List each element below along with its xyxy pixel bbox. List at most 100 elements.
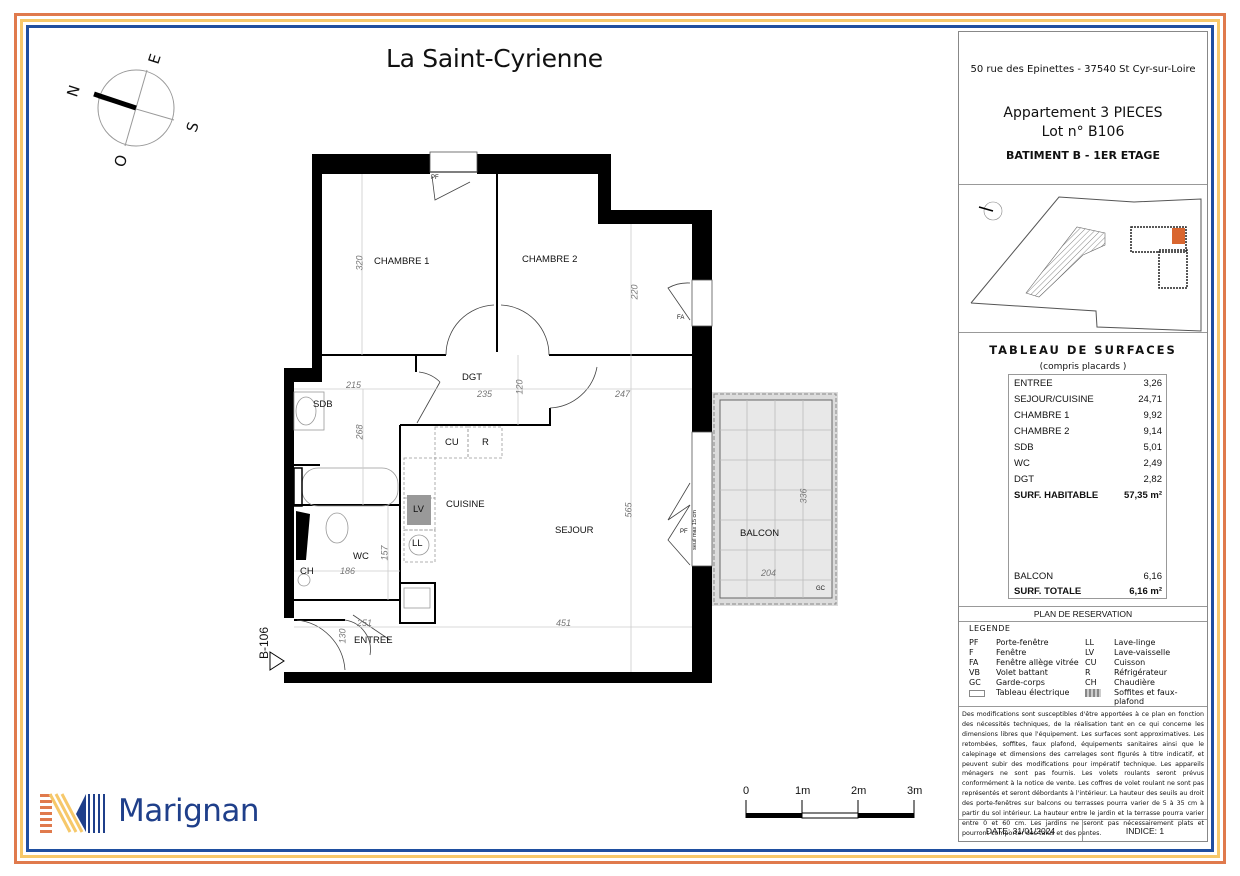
legend-code: CH bbox=[1085, 678, 1097, 687]
surfaces-subtitle: (compris placards ) bbox=[1039, 362, 1127, 372]
dim-220: 220 bbox=[629, 284, 640, 300]
dim-130: 130 bbox=[337, 628, 348, 644]
room-entree: ENTREE bbox=[354, 635, 393, 646]
dim-247: 247 bbox=[615, 389, 631, 399]
dim-186: 186 bbox=[340, 566, 356, 576]
dim-565: 565 bbox=[623, 502, 634, 518]
surfaces-table: ENTREE 3,26 SEJOUR/CUISINE 24,71 CHAMBRE 1… bbox=[1008, 374, 1167, 599]
scale-tick-1: 1m bbox=[795, 785, 811, 797]
surfaces-title: TABLEAU DE SURFACES bbox=[989, 343, 1177, 357]
apartment-label: Appartement 3 PIECES bbox=[1003, 105, 1163, 121]
equip-pf-right: PF bbox=[680, 529, 688, 535]
site-plan-map bbox=[970, 196, 1202, 332]
scale-tick-2: 2m bbox=[851, 785, 867, 797]
surface-room: SDB bbox=[1014, 442, 1034, 453]
legend-text: Porte-fenêtre bbox=[996, 638, 1049, 647]
legend-code: PF bbox=[969, 638, 979, 647]
surface-value: 2,82 bbox=[1143, 474, 1163, 485]
legend-code: LV bbox=[1085, 648, 1095, 657]
surface-value: 9,14 bbox=[1143, 426, 1163, 437]
equip-ch: CH bbox=[300, 566, 314, 577]
site-plan-section bbox=[959, 185, 1207, 333]
legend-code: GC bbox=[969, 678, 981, 687]
seuil-note: seuil max 15 cm bbox=[691, 510, 698, 550]
header-section bbox=[959, 32, 1207, 185]
date-field: DATE: 31/01/2024 bbox=[959, 819, 1083, 841]
legend-text: Fenêtre bbox=[996, 648, 1027, 657]
legend-text: Réfrigérateur bbox=[1114, 668, 1168, 677]
address: 50 rue des Epinettes - 37540 St Cyr-sur-… bbox=[970, 64, 1196, 75]
middle-frame-yellow bbox=[20, 19, 1220, 858]
floor-plan: CHAMBRE 1 CHAMBRE 2 DGT SDB CUISINE SEJO… bbox=[257, 151, 915, 819]
surface-value: 5,01 bbox=[1143, 442, 1163, 453]
room-wc: WC bbox=[353, 551, 369, 562]
surf-habitable-value: 57,35 m² bbox=[1123, 490, 1162, 501]
balcon-value: 6,16 bbox=[1143, 571, 1163, 582]
dim-451: 451 bbox=[556, 618, 572, 628]
legend-code: VB bbox=[969, 668, 980, 677]
legend-title: LEGENDE bbox=[969, 624, 1011, 633]
marignan-logo-icon bbox=[40, 792, 106, 834]
dim-235: 235 bbox=[477, 389, 493, 399]
surface-value: 2,49 bbox=[1143, 458, 1163, 469]
equip-pf-top: PF bbox=[431, 175, 439, 181]
surface-row: CHAMBRE 1 9,92 bbox=[1014, 410, 1162, 421]
room-sdb: SDB bbox=[313, 399, 333, 410]
equip-ll: LL bbox=[412, 538, 423, 549]
plan-reservation-label: PLAN DE RESERVATION bbox=[1033, 609, 1133, 619]
dim-251: 251 bbox=[357, 618, 373, 628]
surface-room: SEJOUR/CUISINE bbox=[1014, 394, 1094, 405]
inner-frame-blue bbox=[26, 25, 1214, 852]
legend-text: Garde-corps bbox=[996, 678, 1045, 687]
disclaimer-text: Des modifications sont susceptibles d'êt… bbox=[962, 711, 1204, 837]
electrical-panel-icon bbox=[969, 690, 985, 697]
dim-268: 268 bbox=[354, 424, 365, 440]
legend-text: Volet battant bbox=[996, 668, 1048, 677]
dim-336: 336 bbox=[798, 488, 809, 504]
dim-120: 120 bbox=[514, 379, 525, 395]
apartment-type: Appartement 3 PIECES Lot n° B106 bbox=[959, 104, 1207, 142]
surf-totale-value: 6,16 m² bbox=[1129, 586, 1162, 597]
surface-row: SDB 5,01 bbox=[1014, 442, 1162, 453]
equip-cu: CU bbox=[445, 437, 459, 448]
surface-value: 24,71 bbox=[1138, 394, 1162, 405]
info-panel: 50 rue des Epinettes - 37540 St Cyr-sur-… bbox=[958, 31, 1208, 842]
divider bbox=[959, 706, 1207, 707]
legend-text: Tableau électrique bbox=[996, 688, 1070, 697]
equip-gc: GC bbox=[816, 586, 825, 592]
legend-code: F bbox=[969, 648, 974, 657]
outer-frame-orange bbox=[14, 13, 1226, 864]
dim-157: 157 bbox=[379, 545, 390, 561]
legend-code: R bbox=[1085, 668, 1091, 677]
room-cuisine: CUISINE bbox=[446, 499, 485, 510]
balcon-label: BALCON bbox=[1014, 571, 1054, 582]
surface-value: 3,26 bbox=[1143, 378, 1163, 389]
surface-room: CHAMBRE 1 bbox=[1014, 410, 1070, 421]
legend-text: Chaudière bbox=[1114, 678, 1155, 687]
balcon-row: BALCON 6,16 bbox=[1014, 571, 1162, 582]
surface-row: CHAMBRE 2 9,14 bbox=[1014, 426, 1162, 437]
divider bbox=[959, 606, 1207, 607]
room-balcon: BALCON bbox=[740, 528, 780, 539]
room-chambre-1: CHAMBRE 1 bbox=[374, 256, 430, 267]
dim-320: 320 bbox=[354, 255, 365, 271]
surface-row: SEJOUR/CUISINE 24,71 bbox=[1014, 394, 1162, 405]
surface-room: ENTREE bbox=[1014, 378, 1053, 389]
building-floor: BATIMENT B - 1ER ETAGE bbox=[1006, 149, 1160, 162]
surface-value: 9,92 bbox=[1143, 410, 1163, 421]
scale-tick-0: 0 bbox=[743, 785, 750, 797]
soffit-icon bbox=[1085, 689, 1101, 697]
marignan-logo-text: Marignan bbox=[118, 793, 260, 829]
legend-text: Lave-vaisselle bbox=[1114, 648, 1171, 657]
surface-room: CHAMBRE 2 bbox=[1014, 426, 1070, 437]
legend-text: Soffites et faux-plafond bbox=[1114, 688, 1178, 706]
room-dgt: DGT bbox=[462, 372, 483, 383]
room-chambre-2: CHAMBRE 2 bbox=[522, 254, 578, 265]
dim-204: 204 bbox=[761, 568, 777, 578]
indice-field: INDICE: 1 bbox=[1083, 819, 1207, 841]
legend-code: LL bbox=[1085, 638, 1094, 647]
dim-215: 215 bbox=[346, 380, 362, 390]
legend-code: CU bbox=[1085, 658, 1097, 667]
